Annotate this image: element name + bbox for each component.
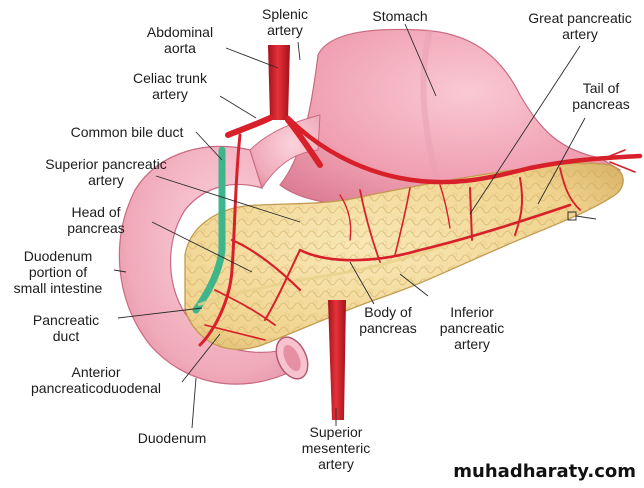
label-anterior-pancreaticoduodenal: Anterior pancreaticoduodenal — [10, 364, 182, 396]
label-line: pancreatic — [439, 320, 505, 336]
label-line: Tail of — [582, 80, 620, 96]
label-superior-mesenteric-artery: Superior mesenteric artery — [286, 424, 386, 472]
label-head-of-pancreas: Head of pancreas — [44, 204, 148, 236]
splenic-artery-vessel — [285, 115, 643, 185]
label-line: pancreas — [359, 320, 417, 336]
label-line: artery — [88, 172, 124, 188]
label-line: Superior — [309, 424, 363, 440]
watermark-text: muhadharaty.com — [449, 461, 640, 482]
label-celiac-trunk-artery: Celiac trunk artery — [118, 70, 222, 102]
label-line: artery — [454, 336, 490, 352]
label-line: Stomach — [372, 8, 428, 24]
label-line: Celiac trunk — [133, 70, 207, 86]
label-line: Duodenum — [23, 248, 93, 264]
duodenum-shape — [118, 145, 302, 385]
label-line: Splenic — [262, 6, 308, 22]
label-duodenum: Duodenum — [124, 430, 220, 446]
label-line: portion of — [28, 264, 88, 280]
label-line: aorta — [164, 40, 196, 56]
label-line: pancreaticoduodenal — [31, 380, 161, 396]
label-line: pancreas — [67, 220, 125, 236]
label-line: Superior pancreatic — [45, 156, 167, 172]
label-tail-of-pancreas: Tail of pancreas — [560, 80, 642, 112]
label-line: Abdominal — [146, 24, 214, 40]
superior-mesenteric-artery-vessel — [328, 300, 346, 420]
label-line: Inferior — [450, 304, 494, 320]
label-line: artery — [152, 86, 188, 102]
label-duodenum-portion: Duodenum portion of small intestine — [2, 248, 114, 296]
label-line: Common bile duct — [70, 124, 184, 140]
label-superior-pancreatic-artery: Superior pancreatic artery — [30, 156, 182, 188]
label-line: artery — [562, 26, 598, 42]
label-inferior-pancreatic-artery: Inferior pancreatic artery — [424, 304, 520, 352]
label-common-bile-duct: Common bile duct — [56, 124, 198, 140]
label-line: small intestine — [13, 280, 103, 296]
label-line: Anterior — [71, 364, 121, 380]
abdominal-aorta-vessel — [268, 45, 290, 120]
label-abdominal-aorta: Abdominal aorta — [130, 24, 230, 56]
label-line: Duodenum — [137, 430, 207, 446]
label-great-pancreatic-artery: Great pancreatic artery — [518, 10, 642, 42]
label-stomach: Stomach — [360, 8, 440, 24]
label-line: mesenteric — [301, 440, 371, 456]
label-line: Body of — [364, 304, 412, 320]
label-line: artery — [267, 22, 303, 38]
label-line: Pancreatic — [32, 312, 100, 328]
label-line: pancreas — [572, 96, 630, 112]
pancreatic-arteries — [198, 133, 636, 347]
label-body-of-pancreas: Body of pancreas — [344, 304, 432, 336]
label-line: duct — [52, 328, 80, 344]
label-pancreatic-duct: Pancreatic duct — [16, 312, 116, 344]
label-line: Head of — [71, 204, 121, 220]
leader-lines — [113, 23, 586, 429]
label-line: artery — [318, 456, 354, 472]
label-line: Great pancreatic — [528, 10, 632, 26]
label-splenic-artery: Splenic artery — [250, 6, 320, 38]
